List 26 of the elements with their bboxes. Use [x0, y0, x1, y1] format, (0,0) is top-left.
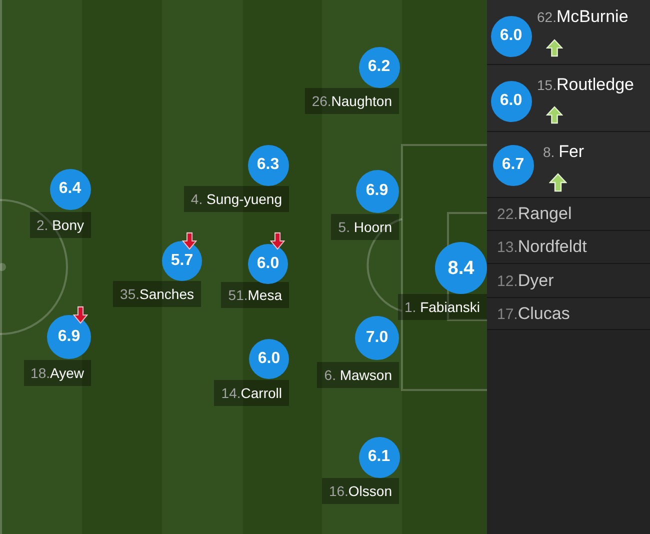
down-arrow-icon — [182, 232, 197, 250]
down-arrow-icon — [270, 232, 285, 250]
player-name: 14.Carroll — [214, 380, 289, 406]
player-name: 6. Mawson — [317, 362, 399, 388]
up-arrow-icon — [549, 173, 567, 192]
player-name: 18.Ayew — [24, 360, 91, 386]
player-name: 15.Routledge — [537, 75, 634, 95]
down-arrow-icon — [73, 306, 88, 324]
up-arrow-icon — [546, 39, 563, 57]
substitute-row — [487, 132, 650, 198]
player-name: 62.McBurnie — [537, 7, 628, 27]
player-name: 26.Naughton — [304, 88, 399, 114]
player-name: 5. Hoorn — [331, 214, 399, 240]
rating-circle: 6.0 — [490, 16, 532, 56]
rating-circle: 6.7 — [492, 144, 534, 186]
player-name: 16.Olsson — [322, 478, 399, 504]
player-name: 8. Fer — [543, 142, 584, 162]
player-name: 2. Bony — [30, 212, 91, 238]
player-name: 1. Fabianski — [398, 294, 487, 320]
rating-circle: 6.0 — [490, 80, 532, 122]
player-name: 4. Sung-yueng — [184, 186, 289, 212]
player-name: 51.Mesa — [221, 282, 289, 308]
substitute-row — [487, 0, 650, 65]
up-arrow-icon — [546, 106, 563, 124]
player-name: 35.Sanches — [113, 281, 201, 307]
substitute-row — [487, 65, 650, 132]
